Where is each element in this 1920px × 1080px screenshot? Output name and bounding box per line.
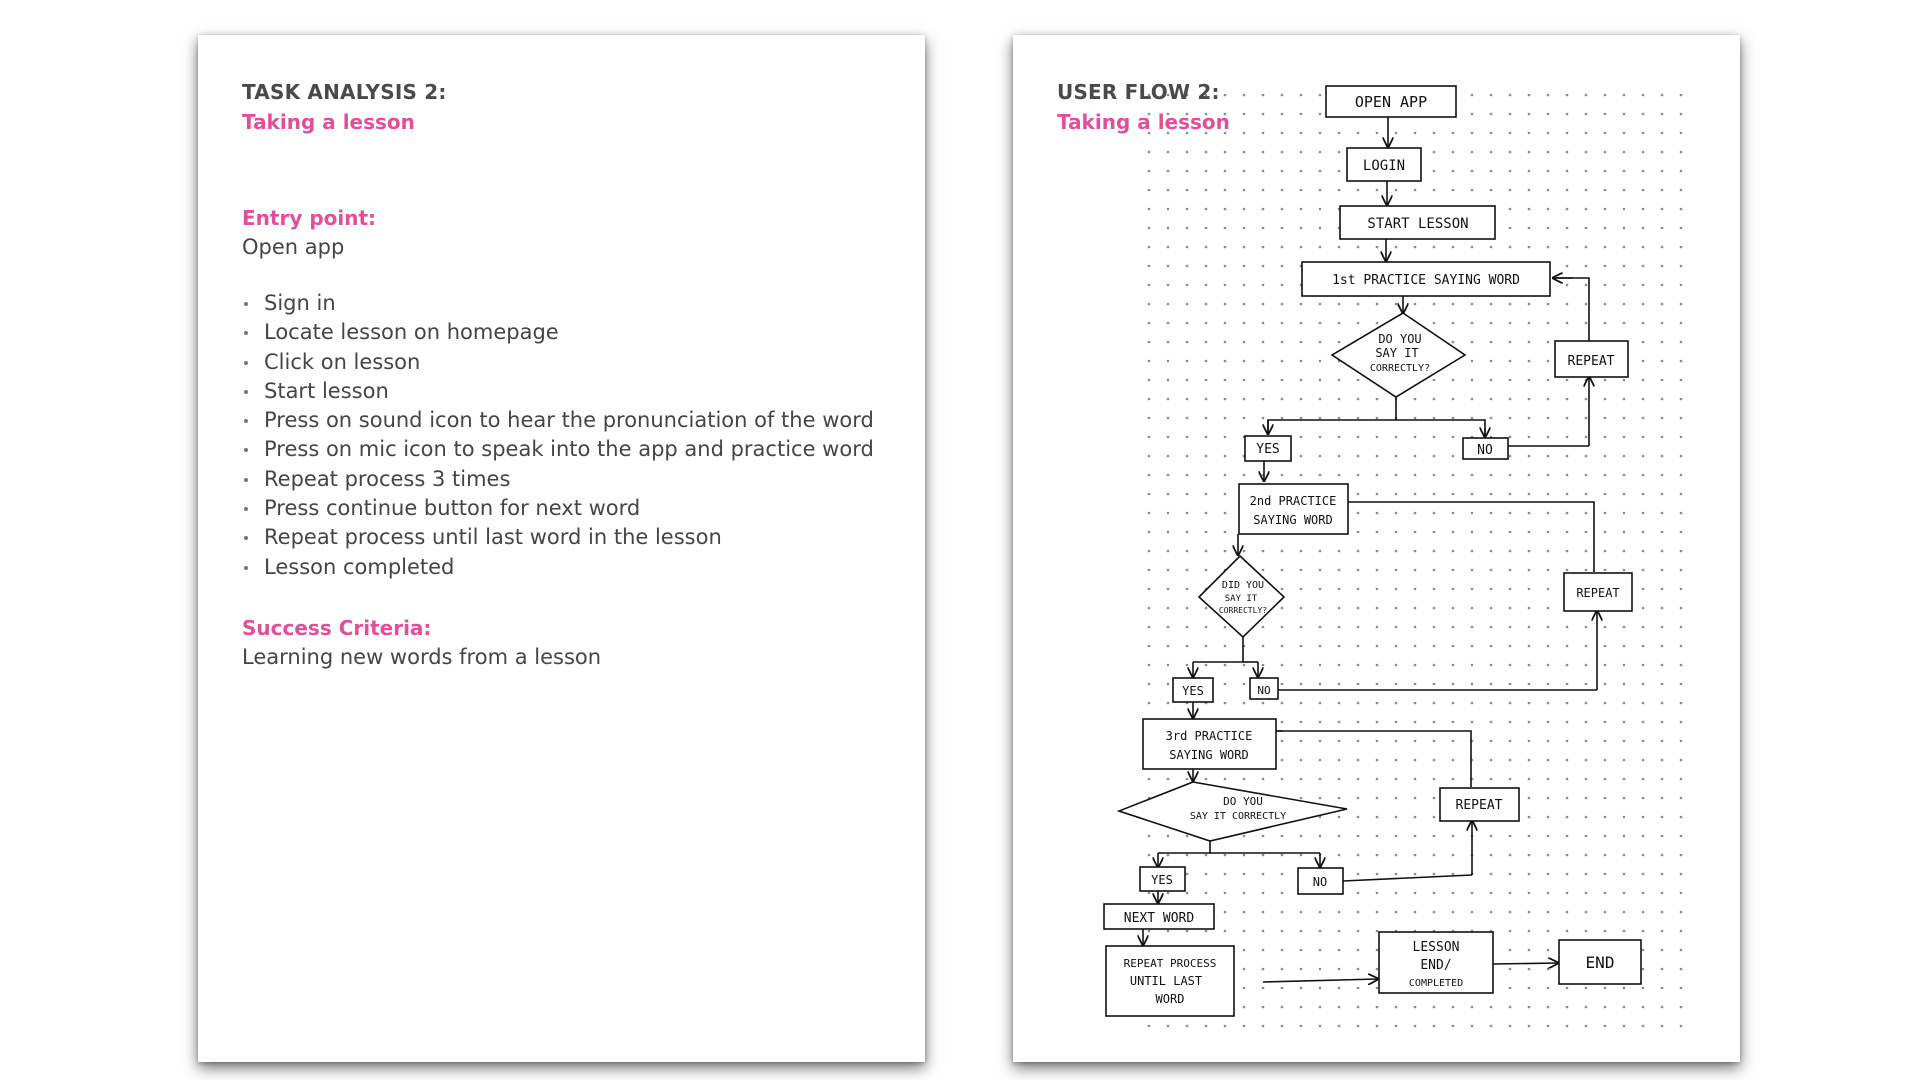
- node-open-app-box: [1325, 85, 1457, 118]
- node-no-2-box: [1249, 677, 1279, 700]
- success-criteria-value: Learning new words from a lesson: [242, 645, 602, 669]
- node-practice-2-box: [1238, 483, 1349, 535]
- node-yes-3-box: [1139, 866, 1186, 892]
- user-flow-heading: USER FLOW 2: Taking a lesson: [1057, 77, 1230, 137]
- node-repeat-process-label-line: UNTIL LAST: [1130, 974, 1202, 988]
- node-next-word-box: [1103, 903, 1215, 930]
- node-lesson-end-label-line: END/: [1420, 958, 1451, 973]
- node-end-label: END: [1586, 953, 1615, 972]
- node-practice-2-label-line: SAYING WORD: [1253, 513, 1332, 527]
- node-repeat-process-box: [1105, 945, 1235, 1017]
- user-flow-title: USER FLOW 2:: [1057, 80, 1220, 104]
- node-no-3-box: [1297, 867, 1344, 895]
- node-repeat-1-label: REPEAT: [1568, 354, 1615, 369]
- node-question-2-diamond: [1197, 554, 1286, 639]
- task-step: Repeat process until last word in the le…: [242, 523, 874, 552]
- entry-point-value: Open app: [242, 235, 345, 259]
- node-no-3-label: NO: [1313, 875, 1327, 889]
- node-yes-1-box: [1244, 435, 1292, 462]
- node-question-1-label-line: DO YOU: [1378, 332, 1421, 346]
- node-repeat-2-label: REPEAT: [1576, 586, 1619, 600]
- node-practice-3-label-line: 3rd PRACTICE: [1166, 729, 1253, 743]
- node-login-box: [1346, 147, 1422, 182]
- node-lesson-end-label-line: COMPLETED: [1409, 978, 1463, 989]
- node-practice-3-box: [1142, 718, 1277, 770]
- node-lesson-end-label-line: LESSON: [1413, 940, 1460, 955]
- node-question-1-label-line: SAY IT: [1375, 346, 1418, 360]
- task-steps-list: Sign in Locate lesson on homepage Click …: [242, 289, 874, 582]
- node-no-1-box: [1462, 437, 1509, 460]
- node-question-3-label-line: DO YOU: [1223, 795, 1263, 808]
- node-start-lesson-box: [1339, 205, 1496, 240]
- node-practice-1-box: [1301, 261, 1551, 297]
- node-question-3-diamond: [1116, 781, 1348, 842]
- node-question-2-label-line: CORRECTLY?: [1219, 606, 1267, 615]
- task-step: Lesson completed: [242, 553, 874, 582]
- task-analysis-heading: TASK ANALYSIS 2: Taking a lesson: [242, 77, 447, 137]
- node-no-2-label: NO: [1257, 684, 1270, 697]
- task-analysis-page: TASK ANALYSIS 2: Taking a lesson Entry p…: [198, 35, 925, 1062]
- node-practice-3-label-line: SAYING WORD: [1169, 748, 1248, 762]
- task-step: Press on sound icon to hear the pronunci…: [242, 406, 874, 435]
- node-question-1-diamond: [1330, 312, 1467, 398]
- entry-point-label: Entry point:: [242, 206, 377, 230]
- node-next-word-label: NEXT WORD: [1124, 911, 1195, 926]
- node-open-app-label: OPEN APP: [1355, 93, 1427, 111]
- node-practice-1-label: 1st PRACTICE SAYING WORD: [1332, 273, 1520, 288]
- node-no-1-label: NO: [1477, 443, 1493, 458]
- success-criteria-label: Success Criteria:: [242, 616, 432, 640]
- task-step: Press continue button for next word: [242, 494, 874, 523]
- node-repeat-1-box: [1554, 340, 1629, 378]
- user-flow-page: USER FLOW 2: Taking a lesson: [1013, 35, 1740, 1062]
- node-question-3-label-line: SAY IT CORRECTLY: [1190, 811, 1286, 822]
- task-step: Locate lesson on homepage: [242, 318, 874, 347]
- task-analysis-title: TASK ANALYSIS 2:: [242, 80, 447, 104]
- node-question-1-label-line: CORRECTLY?: [1370, 363, 1430, 374]
- task-step: Start lesson: [242, 377, 874, 406]
- node-question-2-label-line: DID YOU: [1222, 580, 1264, 591]
- node-end-box: [1558, 939, 1642, 985]
- task-step: Repeat process 3 times: [242, 465, 874, 494]
- user-flow-diagram: OPEN APP LOGIN START LESSON 1st PRACTICE…: [1103, 83, 1685, 1031]
- node-yes-2-box: [1172, 677, 1214, 703]
- node-login-label: LOGIN: [1363, 158, 1405, 174]
- node-repeat-3-label: REPEAT: [1456, 798, 1503, 813]
- node-repeat-3-box: [1439, 787, 1520, 822]
- node-yes-3-label: YES: [1151, 873, 1173, 887]
- node-question-2-label-line: SAY IT: [1225, 594, 1258, 604]
- task-step: Click on lesson: [242, 348, 874, 377]
- task-analysis-subtitle: Taking a lesson: [242, 110, 415, 134]
- node-start-lesson-label: START LESSON: [1367, 216, 1468, 232]
- node-repeat-process-label-line: REPEAT PROCESS: [1124, 957, 1217, 970]
- node-yes-2-label: YES: [1182, 684, 1204, 698]
- task-step: Press on mic icon to speak into the app …: [242, 435, 874, 464]
- flow-connectors: [1143, 117, 1597, 982]
- node-yes-1-label: YES: [1256, 442, 1279, 457]
- node-lesson-end-box: [1378, 931, 1494, 994]
- node-practice-2-label-line: 2nd PRACTICE: [1250, 494, 1337, 508]
- user-flow-subtitle: Taking a lesson: [1057, 110, 1230, 134]
- node-repeat-process-label-line: WORD: [1156, 992, 1185, 1006]
- task-step: Sign in: [242, 289, 874, 318]
- node-repeat-2-box: [1563, 572, 1633, 612]
